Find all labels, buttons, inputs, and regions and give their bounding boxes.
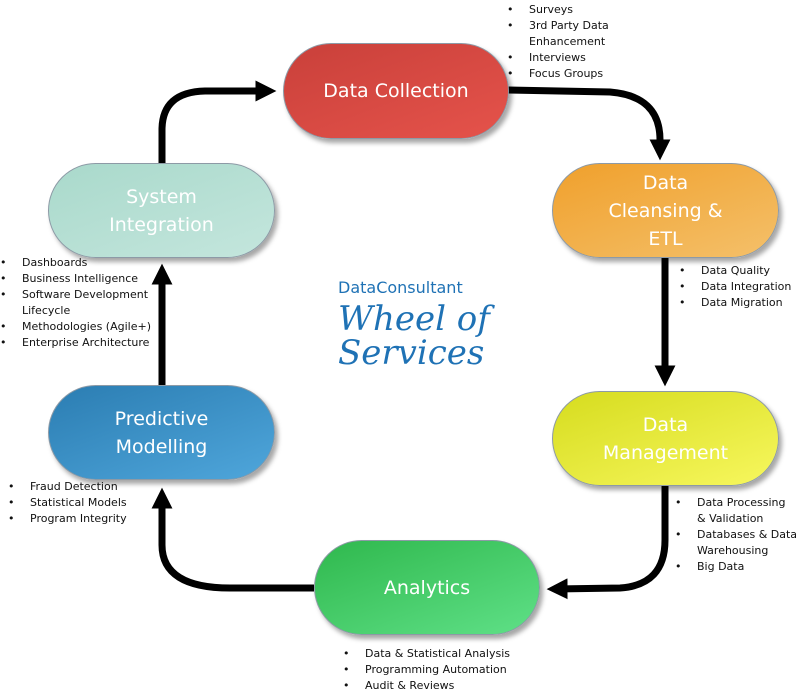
bullets-predictive-modelling: Fraud Detection Statistical Models Progr… — [4, 479, 127, 527]
brand-name: DataConsultant — [338, 278, 463, 297]
bullet-item: Data Processing — [671, 495, 797, 511]
bullet-continuation: & Validation — [697, 512, 764, 525]
node-data-cleansing-etl: Data Cleansing & ETL — [552, 163, 779, 258]
bullet-item: Audit & Reviews — [339, 678, 510, 694]
bullets-data-collection: Surveys 3rd Party Data Enhancement Inter… — [503, 2, 609, 82]
node-data-management: Data Management — [552, 391, 779, 486]
bullet-item: Data & Statistical Analysis — [339, 646, 510, 662]
bullet-continuation: Lifecycle — [22, 304, 71, 317]
bullet-continuation: Warehousing — [697, 544, 769, 557]
bullet-item: 3rd Party Data — [503, 18, 609, 34]
bullets-analytics: Data & Statistical Analysis Programming … — [339, 646, 510, 694]
bullet-item: Enterprise Architecture — [0, 335, 151, 351]
bullet-item: Focus Groups — [503, 66, 609, 82]
bullet-continuation: Enhancement — [529, 35, 606, 48]
bullet-item: Surveys — [503, 2, 609, 18]
bullet-item: Statistical Models — [4, 495, 127, 511]
bullet-item: Data Migration — [675, 295, 791, 311]
node-analytics: Analytics — [314, 540, 540, 635]
bullet-item: Databases & Data — [671, 527, 797, 543]
bullet-item: Data Integration — [675, 279, 791, 295]
bullet-item: Dashboards — [0, 255, 151, 271]
bullet-item: Programming Automation — [339, 662, 510, 678]
bullet-item: Program Integrity — [4, 511, 127, 527]
node-system-integration: System Integration — [48, 163, 275, 258]
node-predictive-modelling: Predictive Modelling — [48, 385, 275, 480]
bullet-item: Data Quality — [675, 263, 791, 279]
bullet-item: Business Intelligence — [0, 271, 151, 287]
bullet-item: Big Data — [671, 559, 797, 575]
bullet-item: Fraud Detection — [4, 479, 127, 495]
bullet-item: Methodologies (Agile+) — [0, 319, 151, 335]
bullet-item: Software Development — [0, 287, 151, 303]
arrow-integration-to-collection — [158, 80, 277, 163]
bullets-data-cleansing: Data Quality Data Integration Data Migra… — [675, 263, 791, 311]
arrow-analytics-to-predictive — [151, 487, 314, 592]
bullet-item: Interviews — [503, 50, 609, 66]
bullets-system-integration: Dashboards Business Intelligence Softwar… — [0, 255, 151, 351]
wheel-title: Wheel of Services — [338, 299, 490, 373]
bullets-data-management: Data Processing & Validation Databases &… — [671, 495, 797, 575]
node-data-collection: Data Collection — [283, 43, 509, 139]
arrow-collection-to-cleansing — [507, 86, 671, 161]
arrow-management-to-analytics — [546, 486, 669, 600]
